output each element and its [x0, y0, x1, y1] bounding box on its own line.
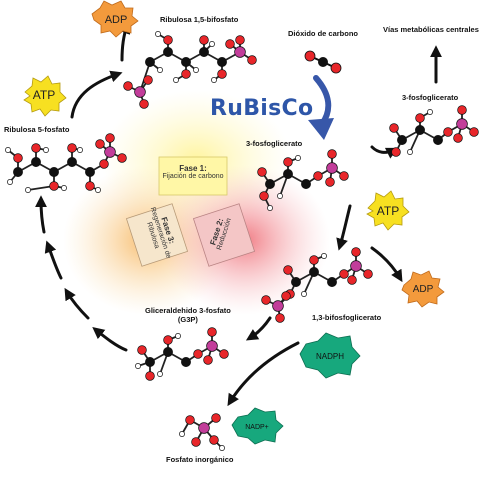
arrow-bpg-to-g3p [245, 316, 272, 341]
arrow-pga-mid-to-pga-top [370, 145, 399, 159]
arrow-pga-to-bpg [336, 204, 352, 251]
pathways-label: Vías metabólicas centrales [383, 25, 479, 34]
arrow-g3p-to-ru5p-c [44, 240, 63, 280]
nadph-badge [299, 332, 361, 379]
co2-label: Dióxido de carbono [288, 29, 359, 38]
g3p-label: Gliceraldehido 3-fosfato (G3P) [145, 306, 231, 324]
arrow-g3p-to-ru5p-b [64, 287, 90, 320]
bpg-molecule [261, 247, 373, 323]
phase1-subtitle: Fijación de carbono [162, 173, 224, 181]
g3p-molecule [135, 327, 229, 381]
pga-mid-molecule [257, 149, 349, 211]
nadp-text: NADP+ [245, 424, 269, 431]
adp-right-text: ADP [413, 284, 434, 295]
rubisco-label: RuBisCo [210, 96, 314, 121]
phase1-label: Fase 1: Fijación de carbono [159, 164, 227, 181]
rubisco-arrowhead [308, 118, 334, 140]
phase3-box [125, 203, 189, 267]
phase1-box [158, 156, 228, 196]
co2-molecule [304, 50, 342, 74]
rubp-label: Ribulosa 1,5-bifosfato [160, 15, 239, 24]
atp-right-text: ATP [377, 204, 399, 218]
nadph-text: NADPH [316, 352, 344, 361]
atp-left-text: ATP [33, 88, 55, 102]
nadp-badge [231, 407, 284, 445]
molecules [5, 31, 479, 451]
pga-top-molecule [389, 105, 479, 157]
pga-mid-label: 3-fosfoglicerato [246, 139, 303, 148]
bpg-label: 1,3-bifosfoglicerato [312, 313, 382, 322]
atp-right-badge [366, 190, 410, 231]
phase2-box [192, 203, 256, 267]
phase1-title: Fase 1: [179, 164, 207, 173]
rubp-molecule [123, 31, 257, 109]
cycle-arrows [35, 21, 442, 407]
ru5p-molecule [5, 133, 127, 193]
arrow-g3p-to-ru5p-a [92, 327, 128, 352]
ru5p-label: Ribulosa 5-fosfato [4, 125, 70, 134]
rubisco-arrow [313, 75, 332, 127]
arrow-bpg-to-adp [370, 246, 403, 283]
adp-top-badge [91, 0, 139, 38]
pga-top-label: 3-fosfoglicerato [402, 93, 459, 102]
adp-right-badge [401, 270, 445, 308]
arrow-ru5p-to-rubp [70, 70, 123, 119]
arrow-g3p-to-pi [227, 341, 300, 407]
pi-label: Fosfato inorgánico [166, 455, 234, 464]
adp-top-text: ADP [105, 14, 128, 26]
atp-left-badge [23, 75, 67, 117]
arrow-g3p-to-ru5p-d [35, 195, 48, 234]
pi-molecule [179, 413, 225, 451]
